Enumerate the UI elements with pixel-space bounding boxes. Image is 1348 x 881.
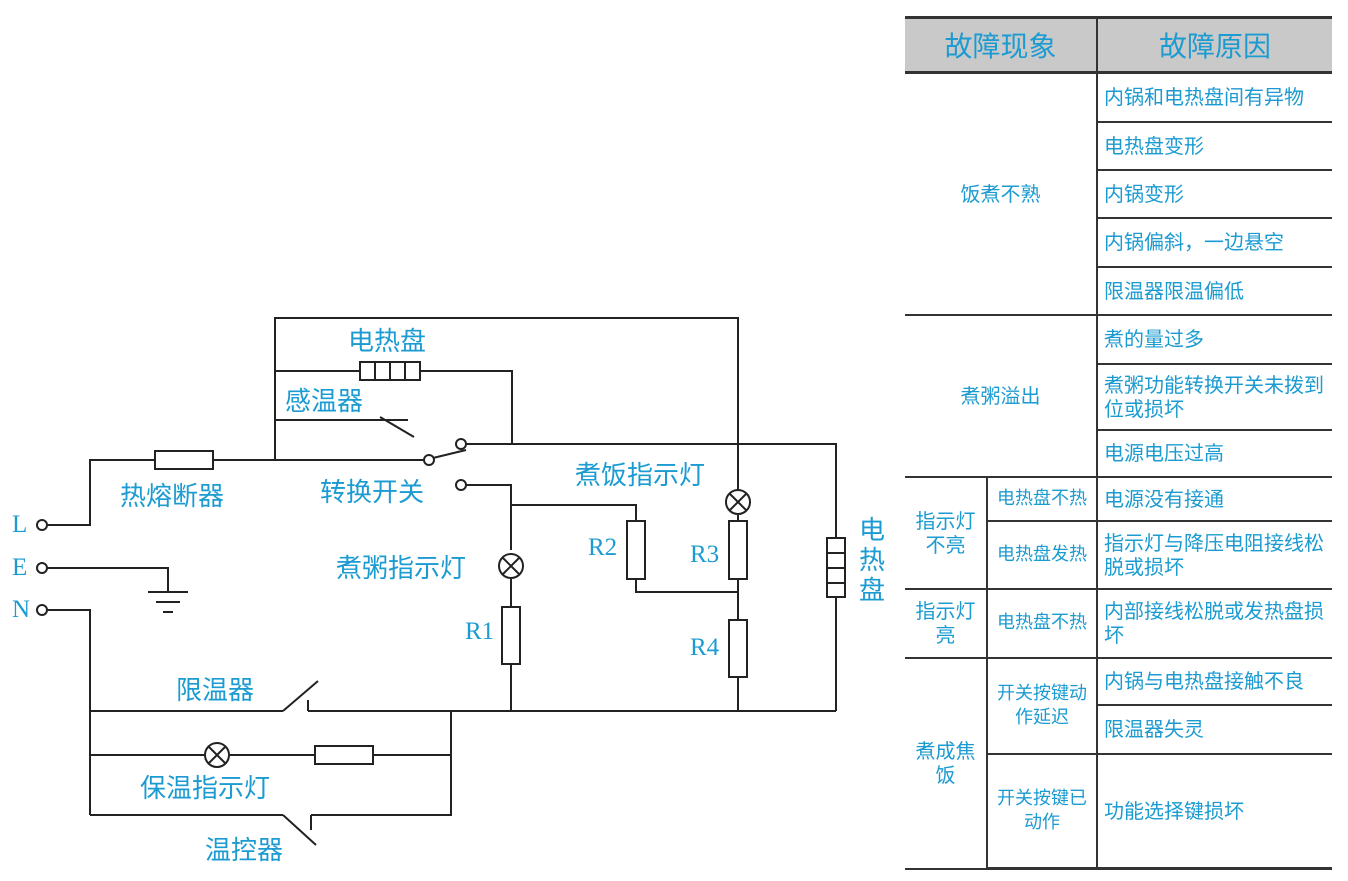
warm-lamp-icon [204,742,230,768]
wire-thermostat [90,711,452,816]
wire-r2-branch [511,504,738,593]
r4-label: R4 [690,634,720,661]
terminal-e-dot [36,562,48,574]
condition-cell: 电热盘不热 [987,476,1099,522]
wire-n-line [47,609,91,815]
symptom-cell: 饭煮不熟 [905,72,1099,316]
cause-cell: 电源没有接通 [1097,476,1333,522]
cause-cell: 内锅与电热盘接触不良 [1097,657,1333,706]
rice-lamp-icon [725,489,751,515]
warm-lamp-label: 保温指示灯 [140,774,271,804]
condition-cell: 电热盘不热 [987,588,1099,659]
thermo-sensor-label: 感温器 [285,387,364,417]
cause-cell: 限温器失灵 [1097,704,1333,755]
terminal-n-label: N [12,596,31,623]
terminal-l-label: L [12,511,28,538]
cause-cell: 电热盘变形 [1097,121,1333,171]
circuit-diagram [36,317,846,846]
condition-cell: 开关按键已动作 [987,753,1099,870]
symptom-cell: 指示灯不亮 [905,476,988,590]
wire-top-loop [274,317,739,490]
resistor-r2 [626,520,646,580]
table-row: 煮粥溢出 煮的量过多 [905,314,1333,478]
table-row: 饭煮不熟 内锅和电热盘间有异物 [905,72,1333,316]
cause-cell: 指示灯与降压电阻接线松脱或损坏 [1097,520,1333,590]
thermal-fuse-symbol [154,450,214,470]
terminal-n-dot [36,604,48,616]
wire-switch-lower [466,484,512,550]
change-switch-symbol [423,438,467,491]
heating-plate-top-label: 电热盘 [348,327,427,357]
table-row: 开关按键已动作 功能选择键损坏 [905,753,1333,870]
heating-plate-top-symbol [359,361,421,381]
wire-l-line [47,459,428,526]
condition-cell: 开关按键动作延迟 [987,657,1099,755]
temp-limiter-contact [282,680,319,712]
header-symptom: 故障现象 [905,16,1099,74]
table-row: 内锅偏斜，一边悬空 [905,217,1333,268]
table-row: 电源电压过高 [905,429,1333,478]
fault-table: 故障现象 故障原因 饭煮不熟 内锅和电热盘间有异物 电热盘变形 内锅变形 内锅偏… [905,16,1333,870]
wire-e-line [47,567,169,592]
thermostat-contact [282,814,317,846]
cause-cell: 煮粥功能转换开关未拨到位或损坏 [1097,363,1333,431]
symptom-cell: 煮粥溢出 [905,314,1099,478]
table-row: 指示灯亮 电热盘不热 内部接线松脱或发热盘损坏 [905,588,1333,659]
porridge-lamp-icon [498,553,524,579]
cause-cell: 内锅和电热盘间有异物 [1097,72,1333,123]
wire-switch-upper [466,443,837,711]
heating-plate-side-label: 电热盘 [858,516,885,606]
r2-label: R2 [588,534,618,561]
rice-lamp-label: 煮饭指示灯 [575,461,706,491]
r3-label: R3 [690,541,720,568]
thermostat-label: 温控器 [205,836,284,866]
table-row: 电热盘变形 [905,121,1333,171]
terminal-e-label: E [12,554,28,581]
wire-heater-loop [275,370,513,444]
thermal-fuse-label: 热熔断器 [120,482,225,512]
table-row: 煮成焦饭 开关按键动作延迟 内锅与电热盘接触不良 [905,657,1333,870]
cause-cell: 限温器限温偏低 [1097,266,1333,316]
terminal-l-dot [36,519,48,531]
resistor-r1 [501,606,521,665]
porridge-lamp-label: 煮粥指示灯 [336,554,467,584]
cause-cell: 内部接线松脱或发热盘损坏 [1097,588,1333,659]
table-row: 指示灯不亮 电热盘不热 电源没有接通 [905,476,1333,590]
table-row: 煮粥功能转换开关未拨到位或损坏 [905,363,1333,431]
temp-limiter-label: 限温器 [176,676,255,706]
symptom-cell: 煮成焦饭 [905,657,988,870]
resistor-r3 [728,520,748,580]
header-cause: 故障原因 [1097,16,1333,74]
warm-resistor [314,745,374,765]
switch-label: 转换开关 [320,478,425,508]
cause-cell: 电源电压过高 [1097,429,1333,478]
symptom-cell: 指示灯亮 [905,588,988,659]
cause-cell: 功能选择键损坏 [1097,753,1333,870]
cause-cell: 内锅偏斜，一边悬空 [1097,217,1333,268]
thermo-sensor-contact [379,416,415,438]
table-row: 内锅变形 [905,169,1333,219]
cause-cell: 煮的量过多 [1097,314,1333,365]
ground-icon [148,591,188,613]
r1-label: R1 [465,618,495,645]
table-row: 限温器失灵 [905,704,1333,755]
table-row: 限温器限温偏低 [905,266,1333,316]
resistor-r4 [728,619,748,678]
condition-cell: 电热盘发热 [987,520,1099,590]
cause-cell: 内锅变形 [1097,169,1333,219]
heating-plate-side-symbol [826,537,846,598]
table-row: 电热盘发热 指示灯与降压电阻接线松脱或损坏 [905,520,1333,590]
